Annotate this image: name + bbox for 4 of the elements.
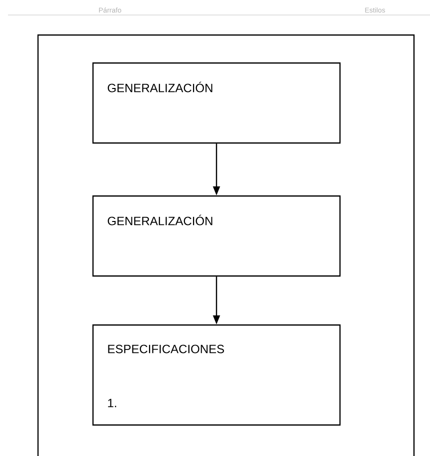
process-box: GENERALIZACIÓN — [92, 62, 341, 144]
process-box: ESPECIFICACIONES 1. — [92, 324, 341, 426]
frame — [37, 34, 415, 456]
process-box: GENERALIZACIÓN — [92, 195, 341, 277]
